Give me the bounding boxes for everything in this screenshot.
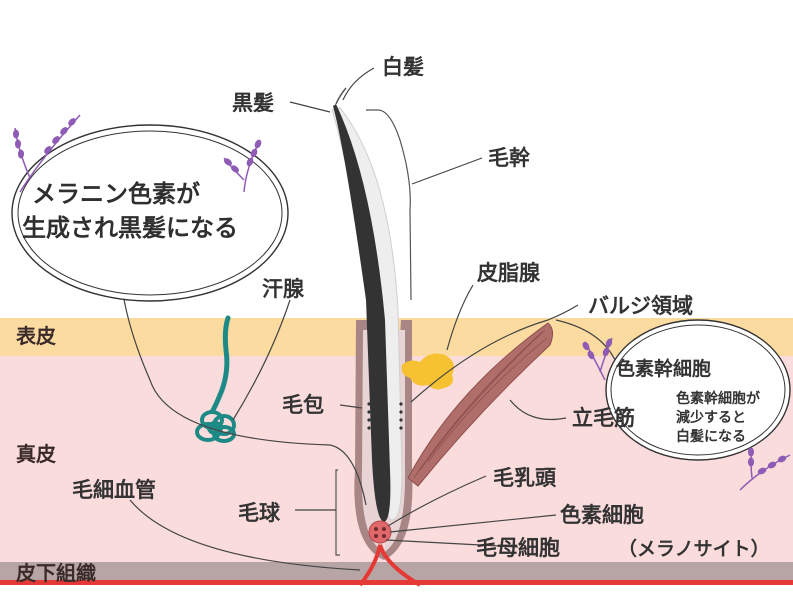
melanocyte-dot-4 xyxy=(382,534,386,538)
label-arrector-pili: 立毛筋 xyxy=(572,406,635,430)
stem-cell-bubble xyxy=(605,319,791,461)
hair-bulb-bracket xyxy=(335,469,340,556)
label-hair-bulb: 毛球 xyxy=(238,501,281,525)
label-melanocyte: 色素細胞 xyxy=(560,503,644,527)
stem-bubble-line-1: 色素幹細胞が xyxy=(676,390,761,407)
stem-bubble-line-3: 白髪になる xyxy=(676,428,746,445)
credit-text: （メラノサイト） xyxy=(618,537,770,560)
label-white-hair: 白髪 xyxy=(382,55,424,79)
stem-bubble-line-2: 減少すると xyxy=(676,409,746,426)
label-sweat-gland: 汗腺 xyxy=(262,277,305,301)
melanin-bubble-line-2: 生成され黒髪になる xyxy=(22,214,238,242)
bulge-dots xyxy=(367,402,403,430)
melanocyte-dot-2 xyxy=(382,527,386,531)
label-subcutaneous: 皮下組織 xyxy=(16,561,96,585)
bottom-vessel-line xyxy=(0,580,793,585)
melanin-bubble-inner xyxy=(17,130,283,296)
label-hair-shaft: 毛幹 xyxy=(488,146,531,170)
melanocyte-dot-3 xyxy=(374,534,378,538)
melanocyte-dot-1 xyxy=(374,527,378,531)
melanin-bubble xyxy=(11,124,289,302)
melanin-bubble-line-1: メラニン色素が xyxy=(32,180,200,208)
hair-tip-white xyxy=(335,87,347,105)
label-capillary: 毛細血管 xyxy=(72,478,156,502)
label-sebaceous-gland: 皮脂腺 xyxy=(477,261,541,285)
label-hair-follicle: 毛包 xyxy=(282,393,324,417)
hair-shaft-black xyxy=(333,104,391,522)
lavender-sprig-left xyxy=(13,114,81,193)
arrector-pili-muscle xyxy=(407,322,554,487)
label-dermal-papilla: 毛乳頭 xyxy=(493,466,557,490)
label-matrix-cell: 毛母細胞 xyxy=(476,536,560,560)
stem-cell-bubble-inner xyxy=(610,324,786,456)
label-bulge-region: バルジ領域 xyxy=(588,294,693,318)
label-black-hair: 黒髪 xyxy=(232,91,274,115)
sweat-gland-coil xyxy=(195,410,236,443)
muscle-striations xyxy=(413,329,548,479)
sebaceous-gland xyxy=(401,353,454,390)
leader-lines xyxy=(118,67,616,571)
lavender-sprig-right xyxy=(582,337,613,381)
lavender-sprig-top xyxy=(223,139,262,193)
subcutaneous-layer xyxy=(0,562,793,584)
lavender-sprig-bottom-right xyxy=(739,447,791,491)
label-dermis: 真皮 xyxy=(16,442,56,466)
label-melanocyte-stem-cell: 色素幹細胞 xyxy=(616,357,711,380)
hair-shaft-bracket xyxy=(366,109,412,301)
sweat-gland-duct xyxy=(210,315,231,413)
label-epidermis: 表皮 xyxy=(16,324,56,348)
capillary-vessel xyxy=(358,544,422,587)
